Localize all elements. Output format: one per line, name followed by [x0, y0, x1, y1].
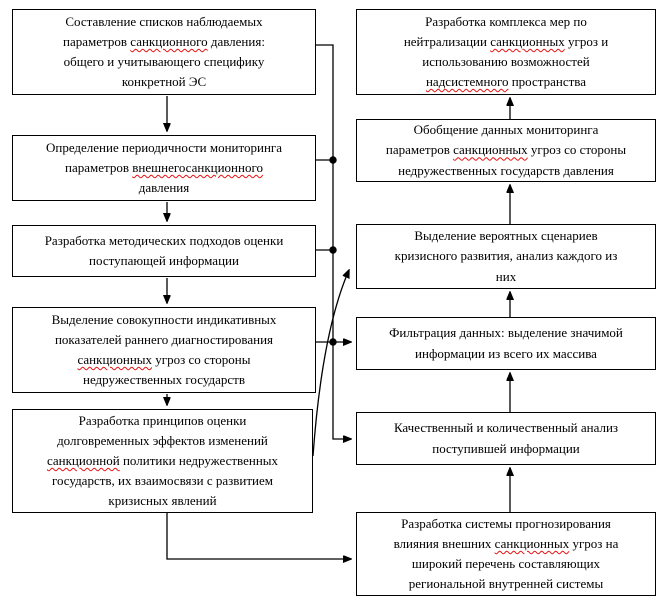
box-indicative-indicators: Выделение совокупности индикативных пока…: [12, 307, 316, 393]
box-compile-parameter-lists: Составление списков наблюдаемых параметр…: [12, 9, 316, 95]
box-neutralization-measures: Разработка комплекса мер по нейтрализаци…: [356, 9, 656, 95]
box-methodical-approaches: Разработка методических подходов оценки …: [12, 225, 316, 277]
box-qualitative-quantitative-analysis-text: Качественный и количественный анализ пос…: [393, 420, 619, 456]
box-crisis-scenarios: Выделение вероятных сценариев кризисного…: [356, 224, 656, 289]
box-monitoring-periodicity-text: Определение периодичности мониторинга па…: [45, 139, 283, 196]
arrow-principles-to-scenarios: [312, 270, 349, 457]
box-qualitative-quantitative-analysis: Качественный и количественный анализ пос…: [356, 412, 656, 465]
box-data-filtering-text: Фильтрация данных: выделение значимой ин…: [389, 325, 623, 361]
arrow-principles-to-forecasting: [166, 513, 351, 559]
junction-dot: [329, 246, 337, 254]
box-forecasting-system-text: Разработка системы прогнозирования влиян…: [393, 515, 619, 592]
connector-trunk: [316, 44, 351, 439]
junction-dot: [329, 156, 337, 164]
box-long-term-effects-principles: Разработка принципов оценки долговременн…: [12, 409, 313, 513]
box-monitoring-periodicity: Определение периодичности мониторинга па…: [12, 135, 316, 201]
box-long-term-effects-principles-text: Разработка принципов оценки долговременн…: [46, 412, 279, 509]
box-neutralization-measures-text: Разработка комплекса мер по нейтрализаци…: [403, 13, 609, 90]
box-monitoring-data-generalization: Обобщение данных мониторинга параметров …: [356, 119, 656, 182]
box-forecasting-system: Разработка системы прогнозирования влиян…: [356, 512, 656, 596]
box-compile-parameter-lists-text: Составление списков наблюдаемых параметр…: [63, 13, 265, 90]
box-crisis-scenarios-text: Выделение вероятных сценариев кризисного…: [394, 228, 618, 284]
box-monitoring-data-generalization-text: Обобщение данных мониторинга параметров …: [385, 122, 627, 178]
box-methodical-approaches-text: Разработка методических подходов оценки …: [44, 232, 284, 268]
box-data-filtering: Фильтрация данных: выделение значимой ин…: [356, 317, 656, 370]
box-indicative-indicators-text: Выделение совокупности индикативных пока…: [51, 311, 277, 388]
